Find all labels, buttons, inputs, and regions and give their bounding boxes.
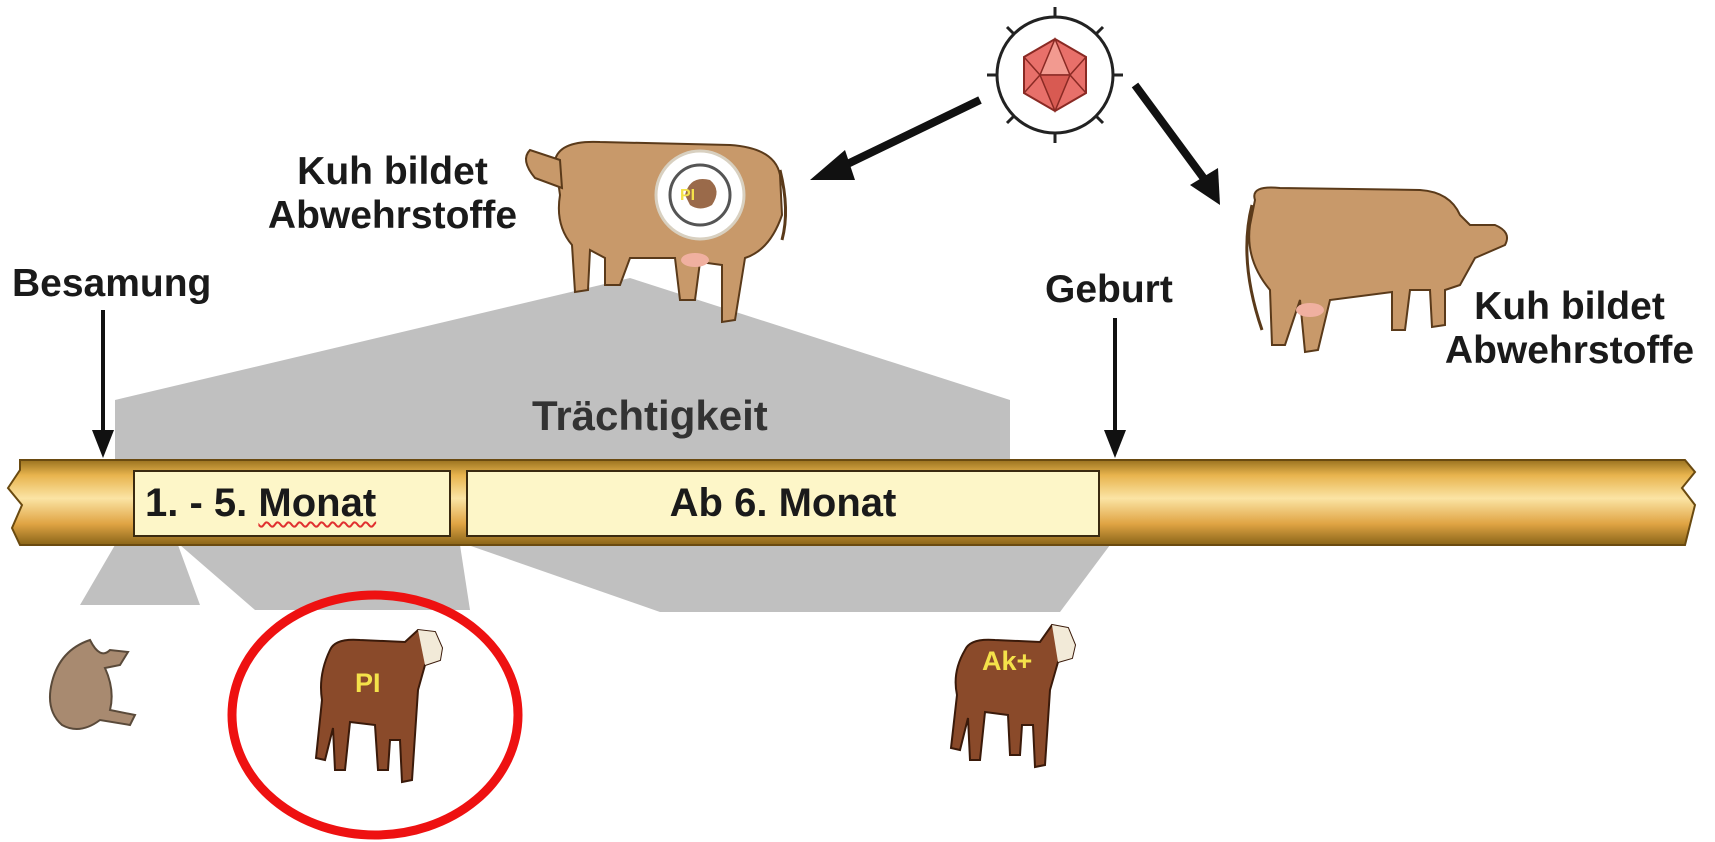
aborted-fetus-icon [50,640,135,729]
phase-early-word: Monat [258,481,376,526]
cow-right-label-line1: Kuh bildet [1432,285,1707,329]
geburt-arrow [1104,318,1126,458]
traechtigkeit-label: Trächtigkeit [532,392,768,439]
besamung-label: Besamung [12,262,211,306]
cow-left-label: Kuh bildet Abwehrstoffe [255,150,530,237]
fetus-label: PI [680,187,695,204]
cow-right-label: Kuh bildet Abwehrstoffe [1432,285,1707,372]
phase-early-box: 1. - 5. Monat [133,470,451,537]
virus-icon [987,7,1123,143]
cow-right-label-line2: Abwehrstoffe [1432,329,1707,373]
phase-late-label: Ab 6. Monat [670,481,897,526]
calf-ak-label: Ak+ [982,646,1032,676]
late-phase-shadow [468,545,1110,612]
cow-left-label-line2: Abwehrstoffe [255,194,530,238]
geburt-label: Geburt [1045,268,1173,312]
besamung-arrow [92,310,114,458]
calf-icon-pi [316,630,442,782]
cow-left-label-line1: Kuh bildet [255,150,530,194]
calf-pi-label: PI [355,668,381,698]
fetus-icon [656,151,744,239]
virus-arrow-left [810,100,980,180]
virus-arrow-right [1135,85,1220,205]
phase-late-box: Ab 6. Monat [466,470,1100,537]
phase-early-prefix: 1. - 5. [145,481,258,526]
